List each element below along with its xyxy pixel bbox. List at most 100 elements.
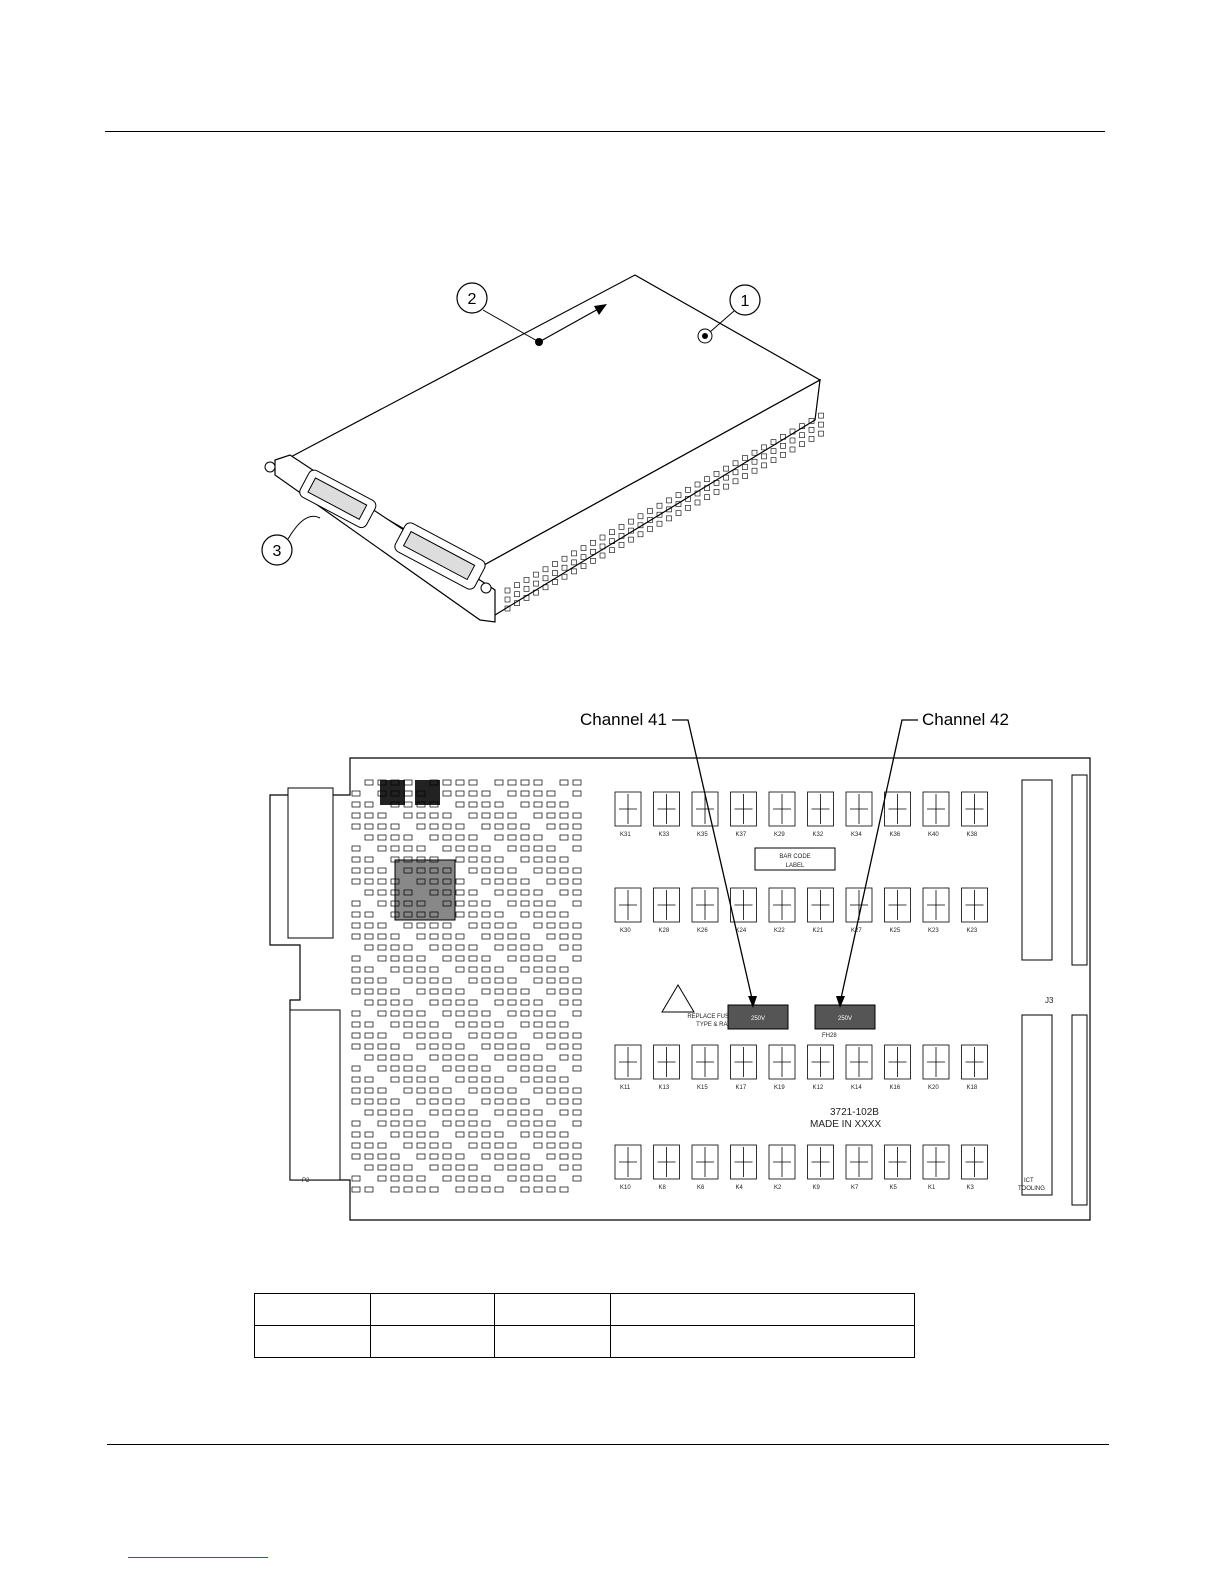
- relay-label: K24: [736, 928, 747, 934]
- relay-label: K17: [736, 1085, 747, 1091]
- relay: K29: [768, 791, 796, 838]
- callout-1: [729, 284, 761, 316]
- relay: K30: [614, 887, 642, 934]
- relay-label: K7: [851, 1185, 859, 1191]
- table-cell: [494, 1293, 611, 1326]
- relay-label: K15: [697, 1085, 708, 1091]
- table-cell: [370, 1293, 495, 1326]
- relay-label: K9: [813, 1185, 821, 1191]
- callout-2-label: 2: [468, 291, 477, 308]
- relay-label: K36: [890, 832, 901, 838]
- relay-label: K5: [890, 1185, 898, 1191]
- relay-label: K3: [967, 1185, 975, 1191]
- relay-label: K38: [967, 832, 978, 838]
- slide-arrow-icon: [594, 304, 607, 315]
- relay: K19: [768, 1044, 796, 1091]
- relay: K7: [845, 1144, 873, 1191]
- top-rule: [105, 131, 1105, 132]
- channel-42-label: Channel 42: [922, 710, 1009, 729]
- table-cell: [254, 1293, 371, 1326]
- relay: K17: [730, 1044, 757, 1091]
- relay-label: K40: [928, 832, 939, 838]
- relay: K2: [768, 1144, 796, 1191]
- relay: K11: [614, 1044, 642, 1091]
- relay: K3: [961, 1144, 988, 1191]
- label-text: LABEL: [786, 863, 805, 869]
- relay: K22: [768, 887, 796, 934]
- relay-label: K21: [813, 928, 824, 934]
- j3-label: J3: [1045, 996, 1054, 1005]
- relay: K40: [922, 791, 950, 838]
- fuse-channel-42: [814, 1004, 876, 1030]
- relay-label: K30: [620, 928, 631, 934]
- table-cell: [610, 1325, 915, 1358]
- table-row: [254, 1325, 915, 1358]
- fuse-channel-41: [727, 1004, 789, 1030]
- relay: K24: [730, 887, 757, 934]
- relay: K31: [614, 791, 642, 838]
- made-in-text: MADE IN XXXX: [810, 1119, 881, 1130]
- relay: K26: [691, 887, 719, 934]
- spec-table: [254, 1293, 915, 1358]
- callout-3: [261, 534, 293, 566]
- bar-code-text: BAR CODE: [779, 854, 810, 860]
- relay: K23: [961, 887, 988, 934]
- relay-label: K19: [774, 1085, 785, 1091]
- relay: K33: [653, 791, 680, 838]
- table-cell: [254, 1325, 371, 1358]
- relay-label: K12: [813, 1085, 824, 1091]
- relay: K37: [730, 791, 757, 838]
- relay: K5: [884, 1144, 911, 1191]
- callout-3-label: 3: [273, 543, 282, 560]
- channel-41-label: Channel 41: [580, 710, 667, 729]
- relay: K4: [730, 1144, 757, 1191]
- bottom-rule: [107, 1444, 1109, 1445]
- table-row: [254, 1293, 915, 1326]
- relay-label: K13: [659, 1085, 670, 1091]
- relay: K14: [845, 1044, 873, 1091]
- relay-label: K14: [851, 1085, 862, 1091]
- callout-2: [456, 282, 488, 314]
- relay: K38: [961, 791, 988, 838]
- relay-label: K35: [697, 832, 708, 838]
- relay: K21: [807, 887, 834, 934]
- relay: K25: [884, 887, 911, 934]
- relay-label: K31: [620, 832, 631, 838]
- p2-label: P2: [302, 1178, 310, 1184]
- part-number: 3721-102B: [830, 1107, 879, 1118]
- relay: K18: [961, 1044, 988, 1091]
- ict-text: ICT: [1024, 1178, 1034, 1184]
- relay: K34: [845, 791, 873, 838]
- relay: K20: [922, 1044, 950, 1091]
- relay-label: K4: [736, 1185, 744, 1191]
- relay-label: K11: [620, 1085, 631, 1091]
- relay: K36: [884, 791, 911, 838]
- relay: K32: [807, 791, 834, 838]
- relay-label: K10: [620, 1185, 631, 1191]
- relay: K23: [922, 887, 950, 934]
- fuse-42-rating: 250V: [838, 1016, 852, 1022]
- module-illustration: 1 2 3: [261, 274, 824, 623]
- relay-label: K23: [928, 928, 939, 934]
- relay-label: K20: [928, 1085, 939, 1091]
- relay-label: K33: [659, 832, 670, 838]
- relay-label: K8: [659, 1185, 667, 1191]
- relay: K15: [691, 1044, 719, 1091]
- fuse-41-rating: 250V: [751, 1016, 765, 1022]
- relay-label: K22: [774, 928, 785, 934]
- relay-label: K32: [813, 832, 824, 838]
- relay-label: K2: [774, 1185, 782, 1191]
- fh28-label: FH28: [822, 1033, 837, 1039]
- relay-label: K1: [928, 1185, 936, 1191]
- relay-label: K18: [967, 1085, 978, 1091]
- relay: K12: [807, 1044, 834, 1091]
- relay: K8: [653, 1144, 680, 1191]
- relay-label: K28: [659, 928, 670, 934]
- table-cell: [494, 1325, 611, 1358]
- relay: K6: [691, 1144, 719, 1191]
- footer-link-underline[interactable]: [128, 1557, 268, 1558]
- relay: K1: [922, 1144, 950, 1191]
- relay-label: K6: [697, 1185, 705, 1191]
- relay-label: K26: [697, 928, 708, 934]
